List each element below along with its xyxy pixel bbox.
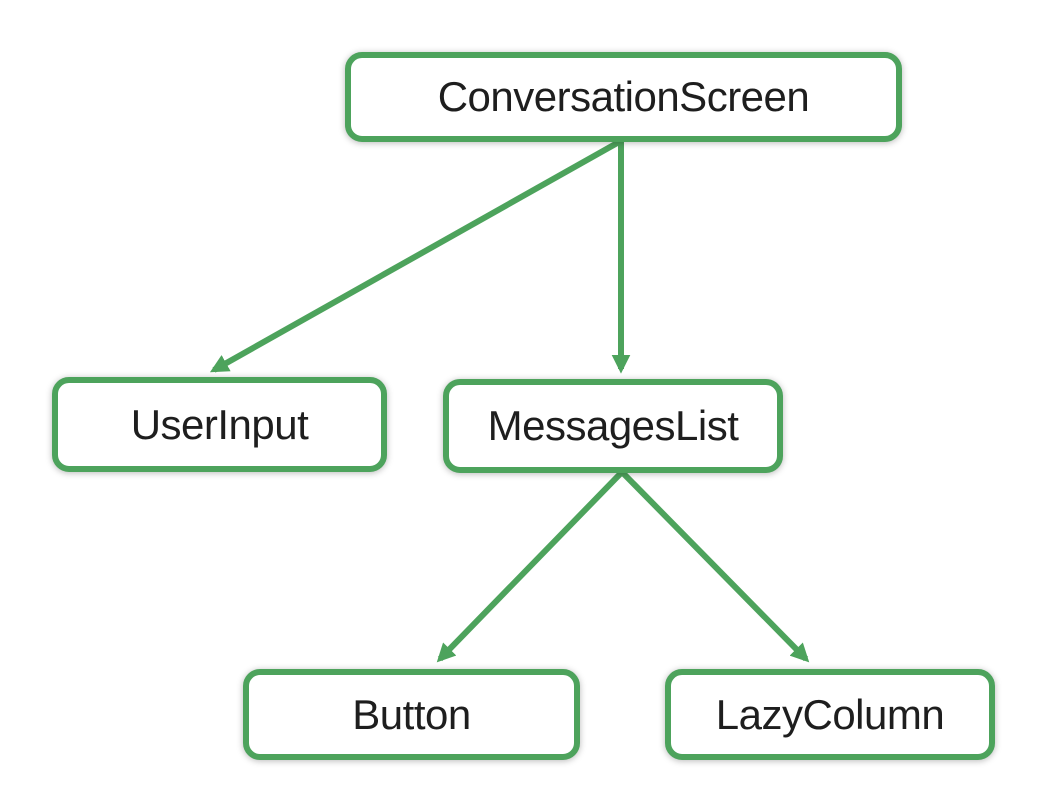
node-button-label: Button [352,690,471,738]
edge-messageslist-to-button [436,469,625,663]
node-messageslist: MessagesList [443,379,783,473]
node-button: Button [243,669,580,760]
node-conversationscreen-label: ConversationScreen [437,73,810,120]
node-lazycolumn-label: LazyColumn [715,690,945,738]
edge-conversationscreen-to-userinput [209,139,621,373]
node-messageslist-label: MessagesList [487,402,739,449]
node-userinput-label: UserInput [130,400,309,448]
edge-messageslist-to-lazycolumn [619,469,810,663]
node-userinput: UserInput [52,377,387,472]
node-conversationscreen: ConversationScreen [345,52,902,142]
node-lazycolumn: LazyColumn [665,669,995,760]
